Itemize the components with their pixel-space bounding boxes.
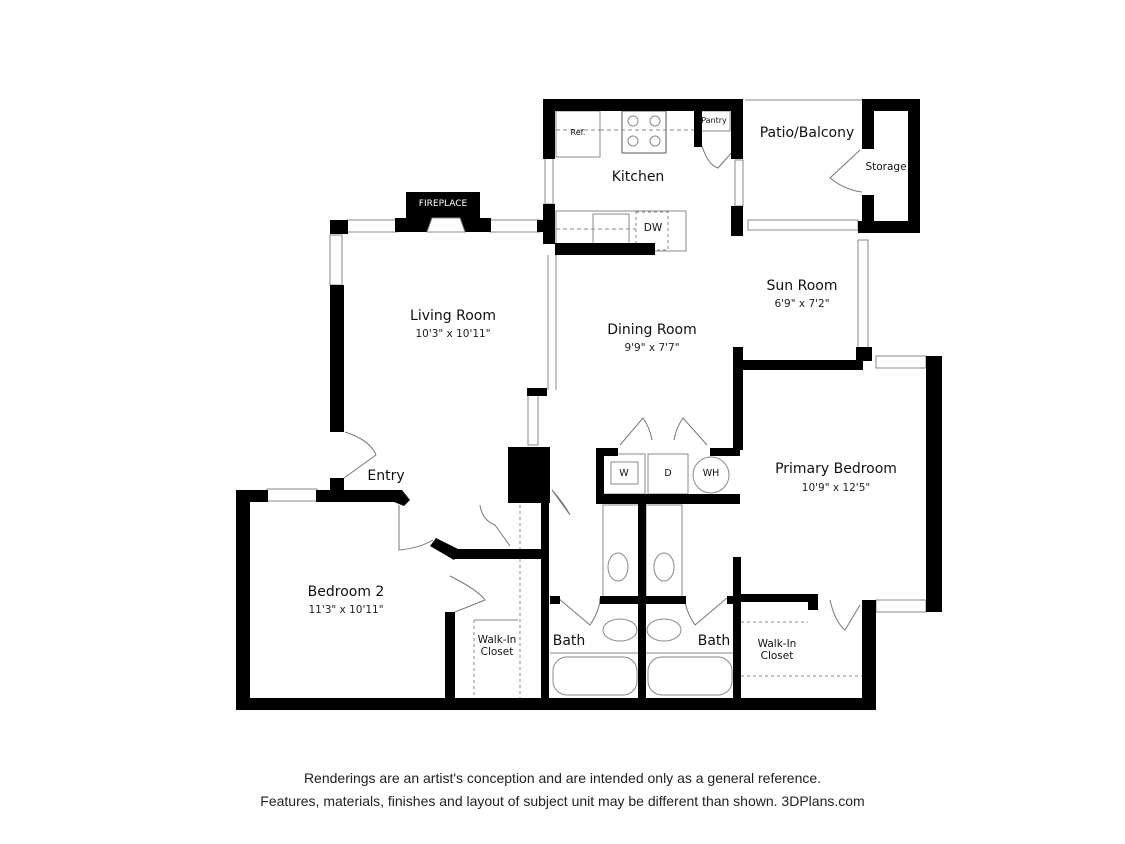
closet-right-line1: Walk-In	[757, 638, 797, 650]
room-label-dining: Dining Room	[607, 322, 697, 338]
room-label-primary-bedroom: Primary Bedroom	[775, 461, 897, 477]
fireplace-hearth	[426, 217, 466, 233]
fixture-label-fireplace: FIREPLACE	[418, 199, 468, 209]
fixture-label-water-heater: WH	[702, 468, 720, 479]
fixture-label-ref: Ref.	[570, 128, 586, 137]
disclaimer-line-2: Features, materials, finishes and layout…	[260, 793, 865, 809]
walls	[236, 99, 942, 710]
room-label-kitchen: Kitchen	[611, 169, 665, 185]
room-dims-sun-room: 6'9" x 7'2"	[774, 298, 830, 310]
closet-left-line2: Closet	[480, 646, 514, 659]
room-label-storage: Storage	[865, 161, 907, 173]
room-label-entry: Entry	[367, 468, 405, 484]
disclaimer-line-1: Renderings are an artist's conception an…	[303, 770, 822, 786]
room-label-living: Living Room	[410, 308, 496, 324]
closet-left-line1: Walk-In	[477, 634, 517, 646]
fixture-lines	[266, 99, 927, 698]
room-label-patio: Patio/Balcony	[759, 125, 855, 141]
room-label-bedroom-2: Bedroom 2	[307, 584, 385, 600]
room-label-closet-left: Walk-In Closet	[478, 634, 517, 658]
door-swings	[343, 145, 863, 631]
room-label-bath-left: Bath	[552, 633, 586, 649]
fixture-label-dishwasher: DW	[643, 222, 663, 234]
room-dims-living: 10'3" x 10'11"	[415, 328, 491, 340]
room-dims-dining: 9'9" x 7'7"	[624, 342, 680, 354]
room-label-bath-right: Bath	[697, 633, 731, 649]
closet-right-line2: Closet	[760, 650, 794, 663]
fixture-label-washer: W	[619, 468, 629, 479]
room-label-sun-room: Sun Room	[766, 278, 838, 294]
room-dims-bedroom-2: 11'3" x 10'11"	[308, 604, 384, 616]
fixture-label-dryer: D	[664, 468, 672, 479]
room-label-closet-right: Walk-In Closet	[758, 638, 797, 662]
fixture-label-pantry: Pantry	[701, 116, 727, 125]
room-dims-primary-bedroom: 10'9" x 12'5"	[801, 482, 871, 494]
